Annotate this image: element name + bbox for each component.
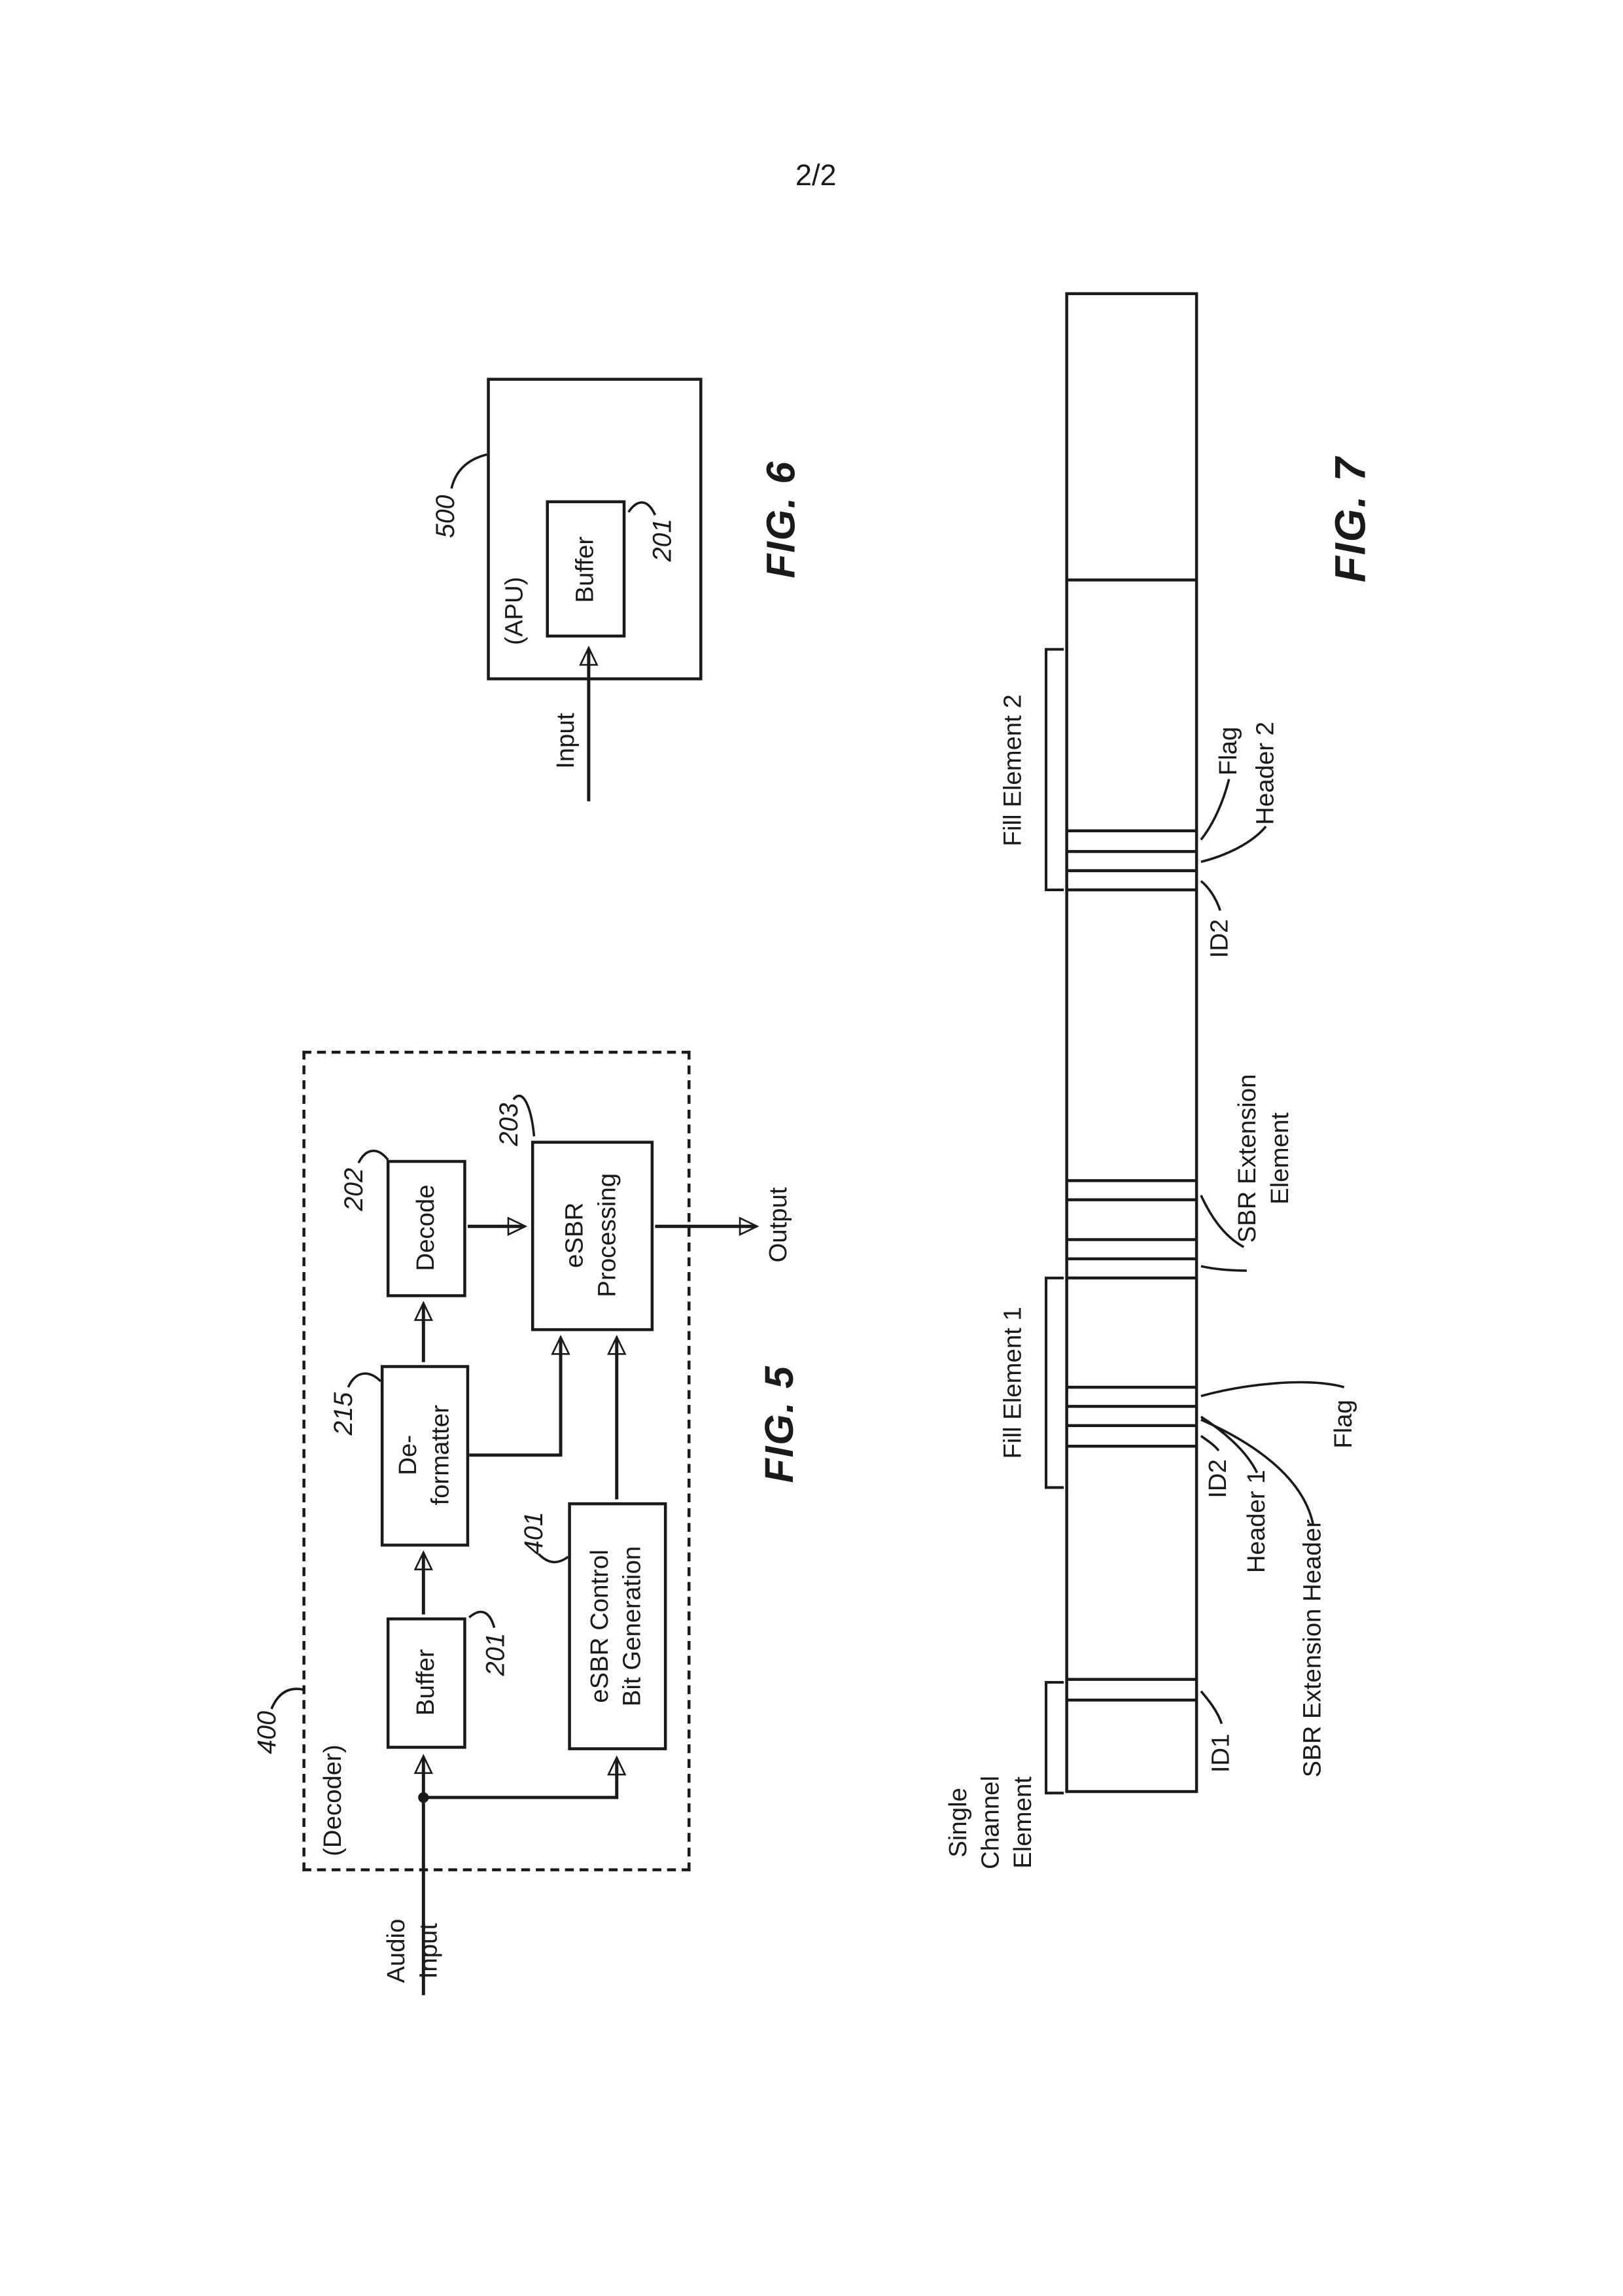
output-label: Output [764, 1187, 793, 1263]
audio-input-label: Audio Input [381, 1919, 446, 1983]
fill-element2-bracket [1045, 648, 1064, 892]
bitstream-bar [1065, 292, 1198, 1793]
ref-500: 500 [430, 495, 460, 539]
decoder-dashed-box [302, 1050, 691, 1871]
esbr-processing-label: eSBR Processing [559, 1173, 625, 1298]
audio-input-line1: Audio [381, 1918, 410, 1983]
ref-201: 201 [480, 1633, 510, 1676]
fill-element1-bracket [1045, 1277, 1064, 1489]
fig6-caption: FIG. 6 [759, 460, 803, 578]
header2-label: Header 2 [1251, 721, 1280, 825]
leader-id2-upper [1200, 880, 1221, 911]
buffer-label: Buffer [411, 1649, 440, 1716]
header1-label: Header 1 [1242, 1470, 1270, 1574]
deformatter-line2: formatter [426, 1405, 455, 1506]
deformatter-line1: De- [393, 1434, 422, 1475]
ref-202: 202 [338, 1167, 369, 1211]
leader-500 [450, 453, 487, 489]
decode-label: Decode [411, 1184, 440, 1271]
leader-id1 [1200, 1690, 1223, 1724]
leader-flag-upper [1200, 779, 1230, 841]
leader-sbr-ext-element-2 [1200, 1265, 1247, 1272]
fill-element1-label: Fill Element 1 [998, 1307, 1027, 1459]
apu-label: (APU) [500, 576, 529, 645]
id2-upper-label: ID2 [1205, 919, 1234, 959]
fig5-caption: FIG. 5 [758, 1365, 802, 1483]
ref-401: 401 [519, 1511, 549, 1555]
leader-400 [270, 1687, 305, 1710]
esbr-control-line1: eSBR Control [585, 1549, 614, 1703]
input-label-fig6: Input [551, 713, 580, 769]
sce-line1: Single [944, 1788, 972, 1858]
esbr-processing-box [531, 1140, 654, 1332]
sbr-ext-element-line2: Element [1266, 1112, 1294, 1205]
single-channel-element-label: Single Channel Element [943, 1776, 1040, 1869]
deformatter-box [380, 1365, 470, 1547]
audio-input-line2: Input [414, 1923, 443, 1979]
id1-label: ID1 [1206, 1733, 1235, 1773]
decode-box [386, 1159, 466, 1298]
sce-line2: Channel [976, 1776, 1005, 1869]
ref-203: 203 [493, 1103, 523, 1146]
sce-line3: Element [1009, 1776, 1038, 1869]
apu-buffer-label: Buffer [570, 536, 599, 603]
esbr-processing-line1: eSBR [560, 1202, 589, 1268]
sbr-extension-element-label: SBR Extension Element [1232, 1074, 1297, 1243]
fill-element2-label: Fill Element 2 [998, 694, 1027, 847]
sbr-ext-element-line1: SBR Extension [1233, 1074, 1262, 1243]
fig7-brackets [1045, 648, 1064, 1795]
fig7-caption: FIG. 7 [1328, 456, 1376, 583]
id2-lower-label: ID2 [1204, 1459, 1232, 1498]
deformatter-label: De- formatter [393, 1405, 458, 1505]
flag-lower-label: Flag [1329, 1400, 1357, 1449]
leader-id2-lower [1200, 1435, 1220, 1452]
esbr-control-box [568, 1502, 667, 1750]
leader-header2 [1200, 825, 1267, 863]
esbr-control-line2: Bit Generation [618, 1545, 646, 1707]
ref-201-apu: 201 [647, 518, 677, 562]
esbr-processing-line2: Processing [593, 1173, 621, 1298]
leader-flag-lower [1200, 1381, 1345, 1398]
page-number: 2/2 [795, 160, 837, 193]
flag-upper-label: Flag [1214, 726, 1242, 776]
esbr-control-label: eSBR Control Bit Generation [584, 1546, 650, 1706]
buffer-box [386, 1617, 466, 1749]
ref-215: 215 [328, 1392, 358, 1436]
ref-400: 400 [251, 1710, 281, 1754]
single-channel-element-bracket [1045, 1681, 1064, 1795]
sbr-extension-header-label: SBR Extension Header [1298, 1519, 1327, 1778]
apu-buffer-box [546, 500, 626, 638]
decoder-label: (Decoder) [319, 1744, 347, 1856]
